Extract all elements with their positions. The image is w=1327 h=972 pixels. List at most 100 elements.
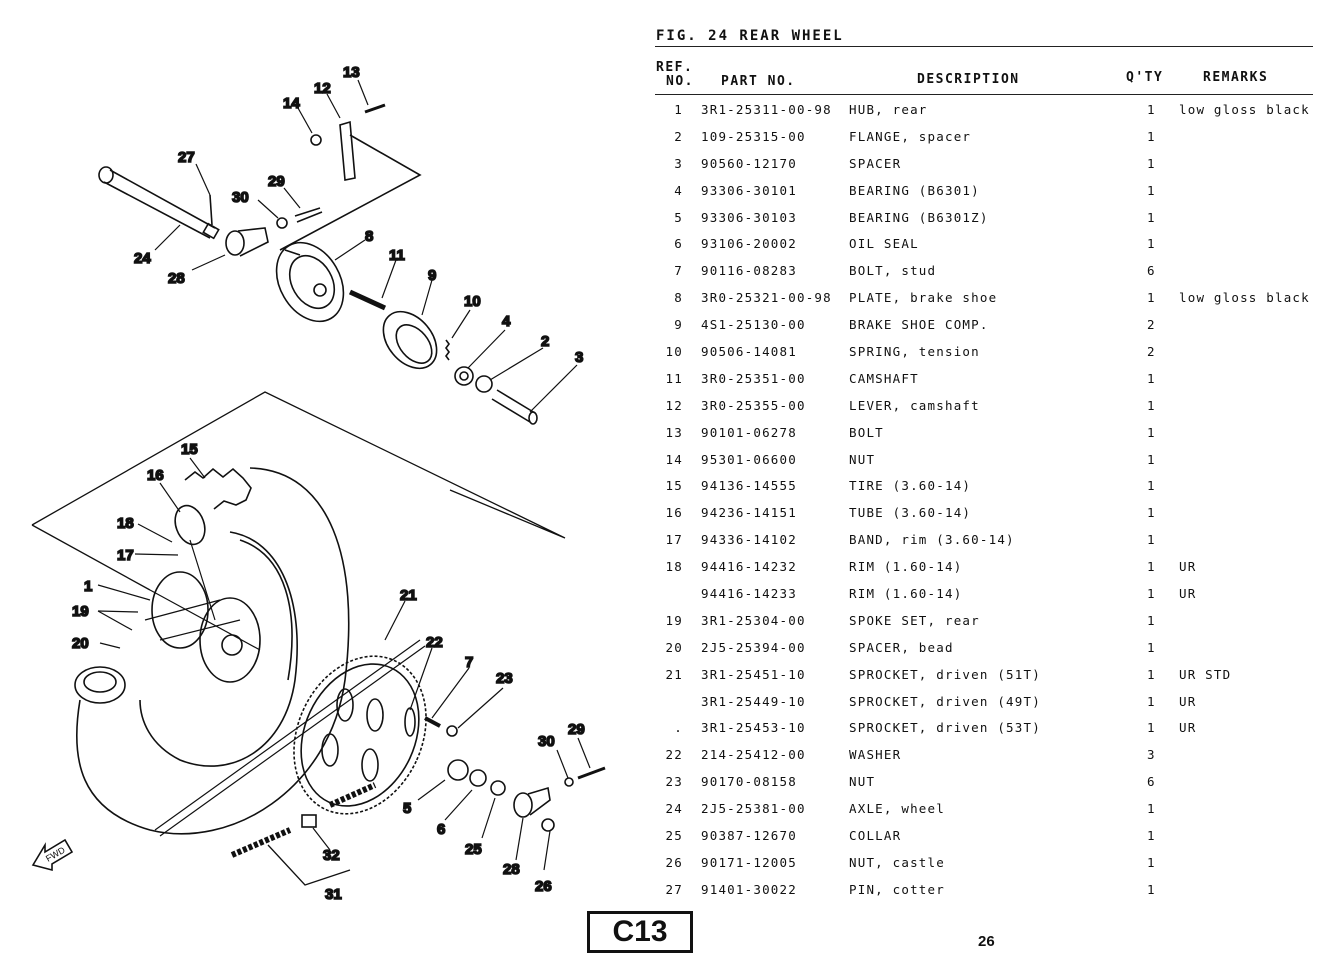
fwd-arrow-icon — [31, 838, 74, 872]
description: SPROCKET, driven (53T) — [849, 720, 1041, 736]
ref-no: 14 — [665, 451, 683, 467]
description: SPRING, tension — [849, 344, 980, 360]
description: NUT — [849, 774, 876, 790]
hub-1 — [151, 571, 261, 683]
callout-3: 3 — [575, 349, 583, 366]
callout-13: 13 — [343, 64, 360, 81]
quantity: 1 — [1147, 102, 1156, 117]
ref-no: 17 — [665, 532, 683, 548]
callout-19: 19 — [72, 603, 89, 620]
callout-26: 26 — [535, 878, 552, 895]
description: BOLT — [849, 424, 884, 440]
description: NUT, castle — [849, 854, 945, 870]
boundary-wheel-group — [31, 391, 566, 539]
description: BAND, rim (3.60-14) — [849, 532, 1015, 548]
quantity: 1 — [1147, 424, 1156, 440]
callout-23: 23 — [496, 670, 513, 687]
chain-adjuster-28b — [513, 792, 533, 818]
quantity: 1 — [1147, 478, 1156, 494]
brake-plate-8 — [275, 241, 345, 323]
tube-16 — [174, 504, 206, 546]
figure-title: FIG. 24 REAR WHEEL — [656, 28, 844, 44]
ref-no: 22 — [665, 747, 683, 763]
adjuster-arm — [527, 786, 551, 816]
description: SPOKE SET, rear — [849, 612, 980, 628]
part-number: 90101-06278 — [701, 424, 797, 440]
quantity: 6 — [1147, 774, 1156, 790]
callout-29: 29 — [268, 173, 285, 190]
ref-no: 13 — [665, 424, 683, 440]
part-number: 90506-14081 — [701, 344, 797, 360]
sprocket-21 — [293, 655, 427, 815]
part-number: 95301-06600 — [701, 451, 797, 467]
description: PLATE, brake shoe — [849, 290, 998, 306]
callout-20: 20 — [72, 635, 89, 652]
nut-30 — [276, 217, 288, 229]
callout-10: 10 — [464, 293, 481, 310]
callout-17: 17 — [117, 547, 134, 564]
ref-no: 10 — [665, 344, 683, 360]
part-number: 93306-30101 — [701, 182, 797, 198]
callout-16: 16 — [147, 467, 164, 484]
part-number: 94336-14102 — [701, 532, 797, 548]
callout-15: 15 — [181, 441, 198, 458]
quantity: 1 — [1147, 505, 1156, 521]
quantity: 2 — [1147, 317, 1156, 333]
header-rule — [655, 94, 1313, 95]
ref-no: 12 — [665, 397, 683, 413]
ref-no: 25 — [665, 828, 683, 844]
quantity: 1 — [1147, 236, 1156, 252]
part-number: 90387-12670 — [701, 828, 797, 844]
leader-31 — [267, 844, 351, 886]
ref-no: 5 — [674, 209, 683, 225]
header-remarks: REMARKS — [1203, 70, 1269, 85]
ref-no: 16 — [665, 505, 683, 521]
ref-no: 24 — [665, 801, 683, 817]
quantity: 1 — [1147, 370, 1156, 386]
remarks: UR — [1179, 586, 1197, 602]
ref-no: 7 — [674, 263, 683, 279]
chain-section — [328, 782, 377, 808]
bolt-29b — [577, 766, 606, 780]
chain-guide-line — [154, 639, 426, 837]
ref-no: 18 — [665, 559, 683, 575]
part-number: 3R0-25321-00-98 — [701, 290, 832, 306]
chain-31 — [230, 827, 292, 858]
bolt-29 — [294, 207, 323, 223]
header-ref-no: NO. — [666, 74, 694, 89]
part-number: 3R1-25311-00-98 — [701, 102, 832, 117]
table-row: 13 90101-06278 BOLT 1 — [655, 419, 1320, 446]
remarks: UR STD — [1179, 666, 1232, 682]
spokes-19 — [144, 539, 261, 651]
description: RIM (1.60-14) — [849, 559, 963, 575]
ref-no: 19 — [665, 612, 683, 628]
ref-no: 4 — [674, 182, 683, 198]
bearing-4-inner — [459, 371, 469, 381]
callout-12: 12 — [314, 80, 331, 97]
header-qty: Q'TY — [1126, 70, 1164, 85]
quantity: 1 — [1147, 612, 1156, 628]
header-ref: REF. — [656, 60, 694, 75]
callout-7: 7 — [465, 654, 473, 671]
lever-12 — [339, 120, 356, 181]
rim-18 — [139, 531, 298, 767]
oil-seal-6 — [469, 769, 487, 787]
description: BEARING (B6301Z) — [849, 209, 989, 225]
description: SPACER — [849, 155, 902, 171]
bolt-13 — [364, 103, 386, 114]
part-number: 3R0-25351-00 — [701, 370, 806, 386]
part-number: 91401-30022 — [701, 881, 797, 897]
fwd-label: FWD — [44, 845, 67, 864]
